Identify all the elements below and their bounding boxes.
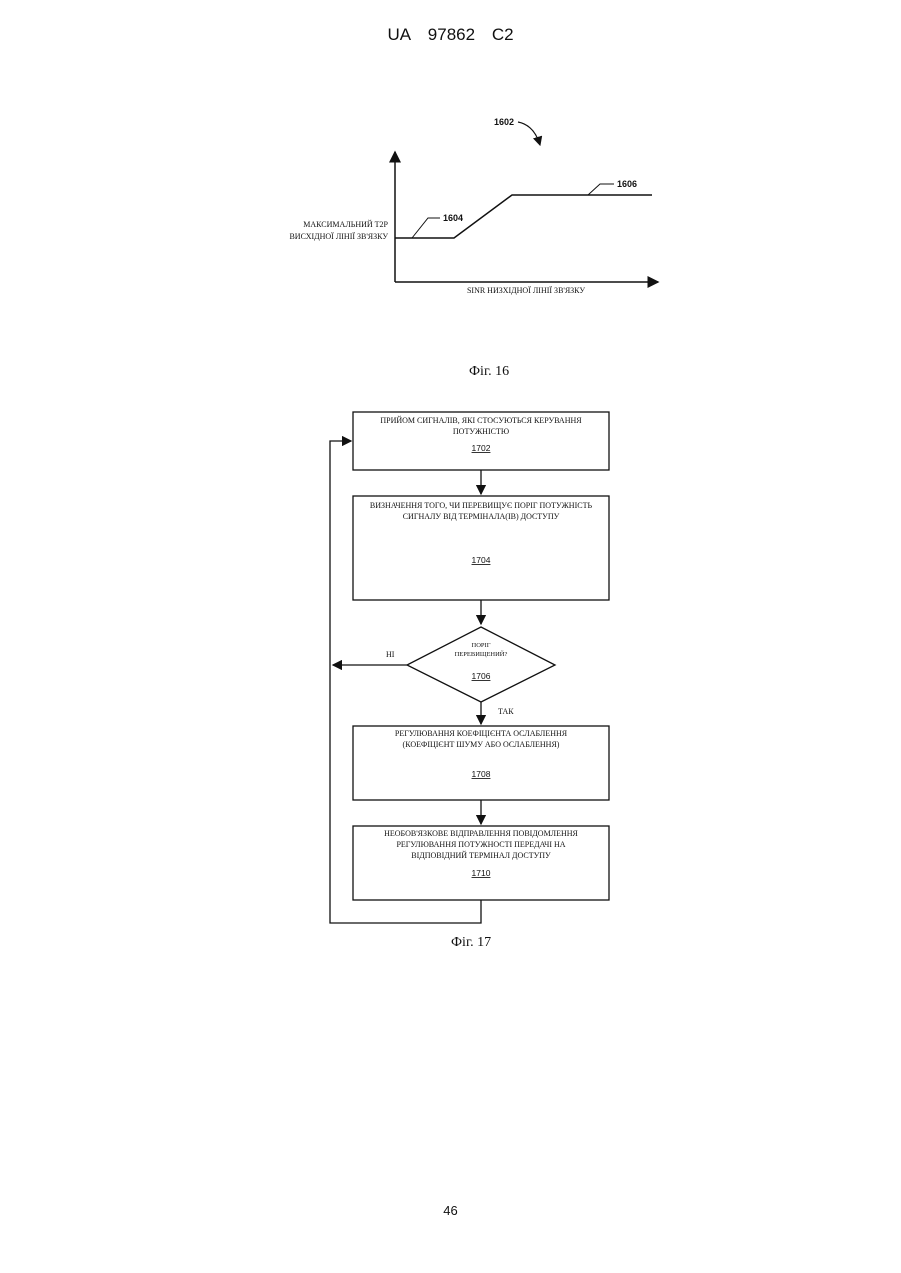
header-number: 97862 xyxy=(428,25,475,44)
step-1704-box: ВИЗНАЧЕННЯ ТОГО, ЧИ ПЕРЕВИЩУЄ ПОРІГ ПОТУ… xyxy=(353,496,609,600)
decision-1706-line2: ПЕРЕВИЩЕНИЙ? xyxy=(455,650,508,658)
step-1702-line2: ПОТУЖНІСТЮ xyxy=(453,427,509,436)
y-axis-label-line2: ВИСХІДНОЇ ЛІНІЇ ЗВ'ЯЗКУ xyxy=(289,232,388,241)
ref-1606-label: 1606 xyxy=(617,179,637,189)
yes-label: ТАК xyxy=(498,707,514,716)
patent-header: UA 97862 C2 xyxy=(0,25,901,45)
x-axis-label: SINR НИЗХІДНОЇ ЛІНІЇ ЗВ'ЯЗКУ xyxy=(467,286,585,295)
step-1710-line3: ВІДПОВІДНИЙ ТЕРМІНАЛ ДОСТУПУ xyxy=(411,851,551,860)
t2p-curve xyxy=(395,195,652,238)
figure-17-caption: Фіг. 17 xyxy=(451,935,491,951)
ref-1604-label: 1604 xyxy=(443,213,463,223)
header-country: UA xyxy=(387,25,411,44)
step-1710-line2: РЕГУЛЮВАННЯ ПОТУЖНОСТІ ПЕРЕДАЧІ НА xyxy=(396,840,565,849)
figure-17-flowchart: ПРИЙОМ СИГНАЛІВ, ЯКІ СТОСУЮТЬСЯ КЕРУВАНН… xyxy=(0,400,901,940)
ref-1604-leader xyxy=(412,218,440,238)
step-1708-line1: РЕГУЛЮВАННЯ КОЕФІЦІЄНТА ОСЛАБЛЕННЯ xyxy=(395,729,568,738)
ref-1606-leader xyxy=(588,184,614,195)
decision-1706-diamond: ПОРІГ ПЕРЕВИЩЕНИЙ? 1706 xyxy=(407,627,555,702)
y-axis-label-line1: МАКСИМАЛЬНИЙ T2P xyxy=(303,220,388,229)
page-number: 46 xyxy=(0,1203,901,1218)
step-1710-ref: 1710 xyxy=(472,868,491,878)
step-1702-box: ПРИЙОМ СИГНАЛІВ, ЯКІ СТОСУЮТЬСЯ КЕРУВАНН… xyxy=(353,412,609,470)
figure-16-graph: 1602 1604 1606 МАКСИМАЛЬНИЙ T2P ВИСХІДНО… xyxy=(0,100,901,420)
step-1710-box: НЕОБОВ'ЯЗКОВЕ ВІДПРАВЛЕННЯ ПОВІДОМЛЕННЯ … xyxy=(353,826,609,900)
step-1708-ref: 1708 xyxy=(472,769,491,779)
decision-1706-ref: 1706 xyxy=(472,671,491,681)
ref-1602-arrow xyxy=(518,122,540,145)
step-1710-line1: НЕОБОВ'ЯЗКОВЕ ВІДПРАВЛЕННЯ ПОВІДОМЛЕННЯ xyxy=(384,829,578,838)
step-1702-line1: ПРИЙОМ СИГНАЛІВ, ЯКІ СТОСУЮТЬСЯ КЕРУВАНН… xyxy=(380,416,582,425)
step-1708-line2: (КОЕФІЦІЄНТ ШУМУ АБО ОСЛАБЛЕННЯ) xyxy=(403,740,560,749)
ref-1602-label: 1602 xyxy=(494,117,514,127)
step-1704-line2: СИГНАЛУ ВІД ТЕРМІНАЛА(ІВ) ДОСТУПУ xyxy=(403,512,560,521)
no-label: НІ xyxy=(386,650,395,659)
step-1702-ref: 1702 xyxy=(472,443,491,453)
header-kind: C2 xyxy=(492,25,514,44)
figure-16-caption: Фіг. 16 xyxy=(469,364,509,380)
decision-1706-line1: ПОРІГ xyxy=(472,642,491,649)
step-1708-box: РЕГУЛЮВАННЯ КОЕФІЦІЄНТА ОСЛАБЛЕННЯ (КОЕФ… xyxy=(353,726,609,800)
step-1704-line1: ВИЗНАЧЕННЯ ТОГО, ЧИ ПЕРЕВИЩУЄ ПОРІГ ПОТУ… xyxy=(370,501,593,510)
step-1704-ref: 1704 xyxy=(472,555,491,565)
